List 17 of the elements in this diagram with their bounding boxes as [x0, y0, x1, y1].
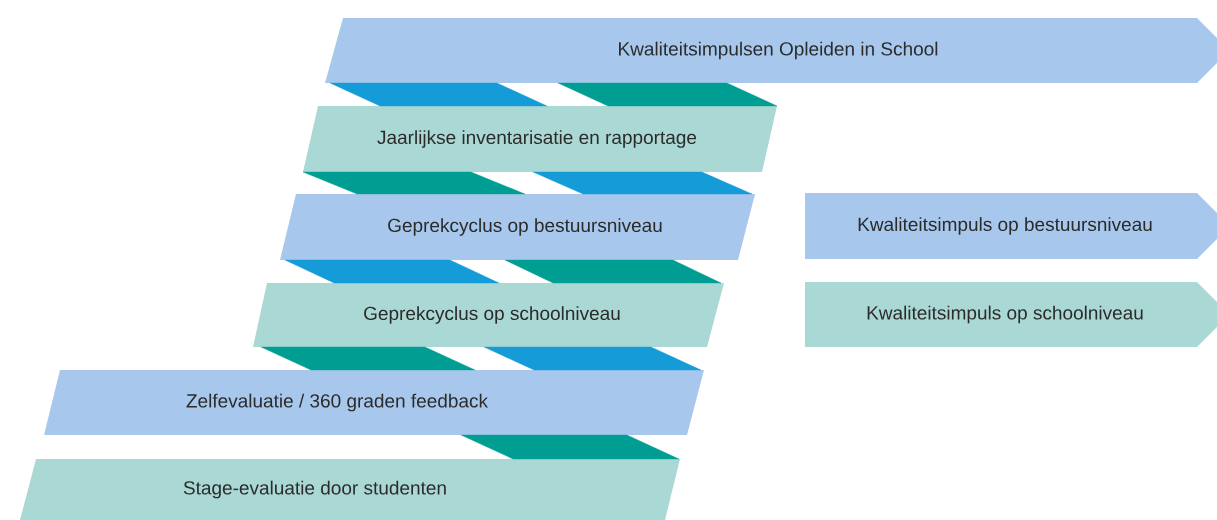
connector-strip [284, 259, 500, 284]
banner-band: Geprekcyclus op schoolniveau [253, 283, 724, 347]
connector-strip [483, 346, 702, 371]
connector-strip [302, 171, 526, 195]
legend-label: Kwaliteitsimpuls op bestuursniveau [858, 217, 1152, 235]
connector-strip [260, 346, 476, 371]
legend-label: Kwaliteitsimpuls op schoolniveau [867, 305, 1143, 324]
banner-band: Stage-evaluatie door studenten [20, 459, 680, 520]
connector-strip [460, 434, 680, 460]
banner-band: Geprekcyclus op bestuursniveau [280, 194, 755, 260]
banner-band: Zelfevaluatie / 360 graden feedback [44, 370, 704, 435]
banner-band: Kwaliteitsimpulsen Opleiden in School [325, 18, 1217, 83]
connector-strip [557, 82, 778, 107]
connector-strip [504, 259, 722, 284]
connector-strip [329, 82, 548, 107]
connector-strip [532, 171, 753, 195]
banner-band: Jaarlijkse inventarisatie en rapportage [303, 106, 777, 172]
